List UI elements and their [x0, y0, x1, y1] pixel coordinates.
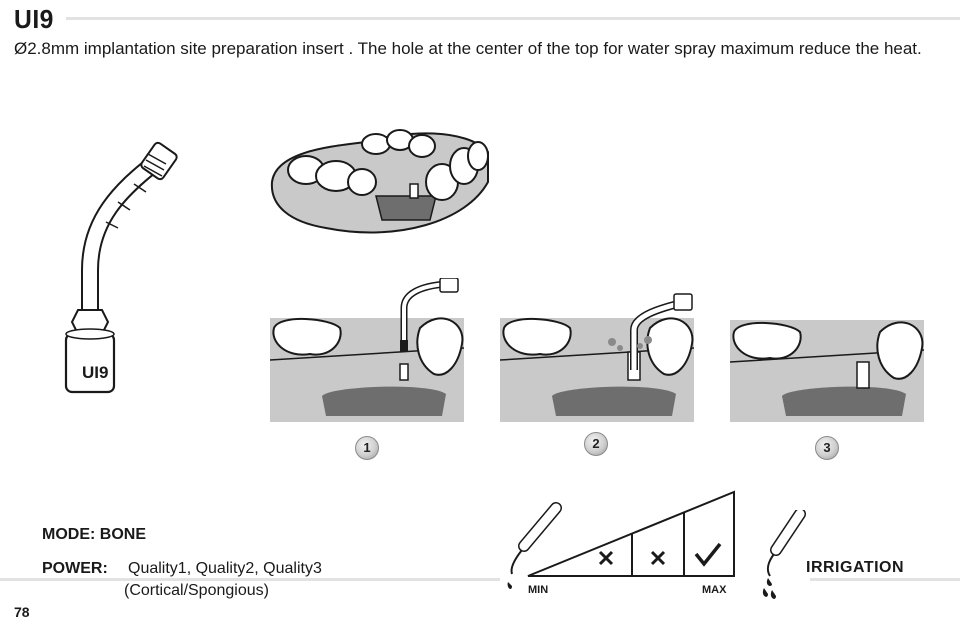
power-note: (Cortical/Spongious) [124, 582, 269, 599]
water-drops-icon [762, 578, 776, 599]
check-icon [694, 542, 722, 567]
step-badge-3: 3 [815, 436, 839, 460]
irrigation-label: IRRIGATION [806, 559, 905, 576]
insert-tip-illustration [64, 141, 178, 394]
mode-setting: MODE: BONE [42, 526, 146, 543]
irrigation-handpiece-icon [762, 510, 806, 599]
page-title: UI9 [14, 4, 54, 34]
step-3-illustration [730, 320, 924, 422]
title-rule [66, 17, 960, 20]
bottom-rule-left [0, 578, 500, 581]
step-badge-2: 2 [584, 432, 608, 456]
power-scale-illustration [507, 490, 735, 589]
step-badge-1: 1 [355, 436, 379, 460]
handpiece-min-icon [507, 502, 562, 589]
power-min-label: MIN [528, 584, 549, 596]
step-1-illustration [270, 278, 464, 422]
step-2-illustration [500, 293, 694, 422]
jaw-overview-illustration [270, 129, 489, 234]
water-spray-icon [608, 336, 652, 351]
power-value: Quality1, Quality2, Quality3 [128, 560, 322, 577]
cross-icon [598, 550, 614, 566]
power-max-label: MAX [702, 584, 727, 596]
page-number: 78 [14, 604, 30, 620]
drill-head-icon [140, 141, 178, 181]
power-label: POWER: [42, 560, 108, 577]
cross-icon [650, 550, 666, 566]
insert-label: UI9 [82, 363, 109, 382]
bottom-rule-right [810, 578, 960, 581]
product-description: Ø2.8mm implantation site preparation ins… [14, 39, 922, 58]
